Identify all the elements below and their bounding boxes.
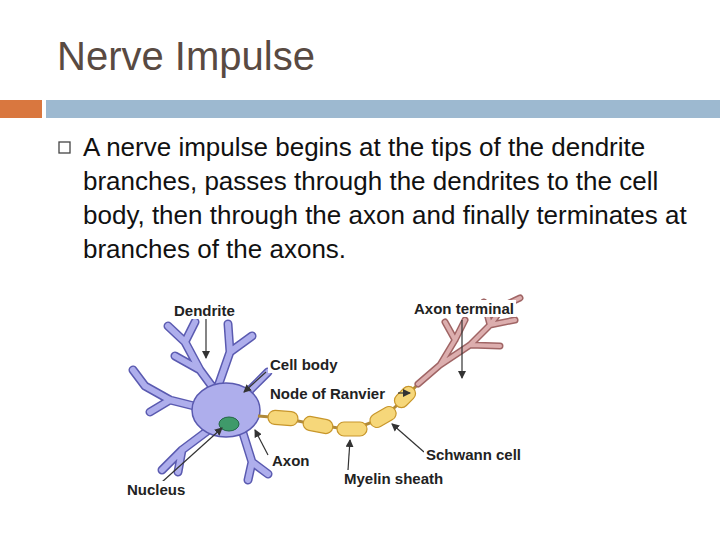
slide-title: Nerve Impulse (57, 34, 315, 79)
header-bar (46, 100, 720, 118)
part-label: Axon (270, 452, 312, 469)
nucleus (219, 417, 239, 431)
bullet-square (59, 142, 70, 153)
bullet-text: A nerve impulse begins at the tips of th… (83, 130, 693, 266)
part-label: Nucleus (125, 481, 187, 498)
part-label: Node of Ranvier (268, 385, 387, 402)
axon-line (258, 384, 418, 430)
leader-lines (162, 318, 462, 482)
part-label: Dendrite (172, 302, 237, 319)
cell-body (192, 383, 260, 437)
accent-bar (0, 100, 42, 118)
part-label: Schwann cell (424, 446, 523, 463)
myelin-sheath (268, 384, 419, 436)
part-label: Myelin sheath (342, 470, 445, 487)
part-label: Cell body (268, 356, 340, 373)
dendrites (133, 322, 268, 480)
part-label: Axon terminal (412, 300, 516, 317)
